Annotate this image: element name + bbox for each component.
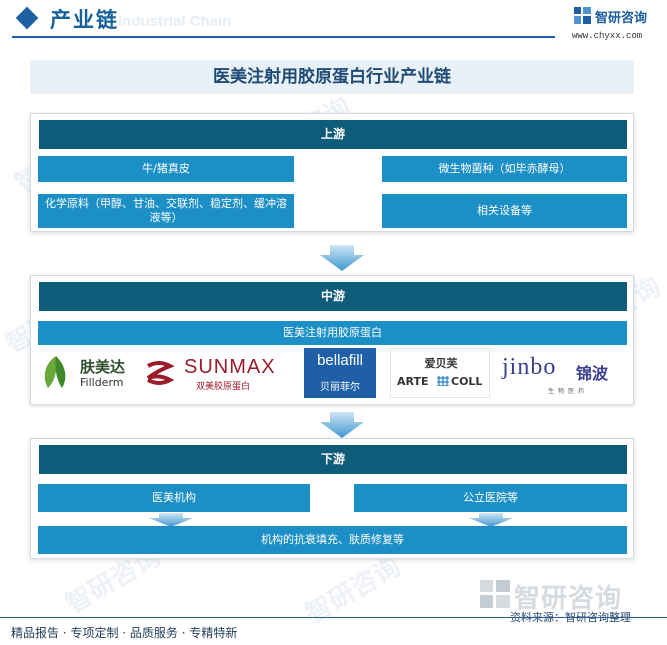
logo-artecoll: 爱贝芙 ARTE COLL (390, 348, 490, 398)
logo-artecoll-main: 爱贝芙 (424, 357, 458, 370)
logo-jinbo-cn: 锦波 (576, 364, 609, 383)
arrow-down-icon (320, 412, 364, 438)
upstream-item-chemicals: 化学原料（甲醇、甘油、交联剂、稳定剂、缓冲溶液等） (38, 194, 294, 228)
leaf-logo-icon (44, 356, 66, 388)
logo-fillderm-main: 肤美达 (80, 358, 126, 376)
downstream-result: 机构的抗衰填充、肤质修复等 (38, 526, 627, 554)
arrow-down-icon (149, 513, 193, 527)
footer-services: 精品报告 · 专项定制 · 品质服务 · 专精特新 (11, 626, 238, 640)
logo-bellafill: bellafill 贝丽菲尔 (304, 348, 376, 398)
downstream-label: 下游 (39, 445, 627, 474)
downstream-stage: 下游 医美机构 公立医院等 机构的抗衰填充、肤质修复等 (30, 438, 634, 559)
upstream-label: 上游 (39, 120, 627, 149)
brand: 智研咨询 (574, 7, 664, 26)
logo-sunmax-main: SUNMAX (184, 356, 276, 378)
logo-sunmax-sub: 双美胶原蛋白 (196, 382, 251, 392)
header-divider (12, 36, 555, 38)
downstream-item-clinics: 医美机构 (38, 484, 310, 512)
arrow-down-icon (469, 513, 513, 527)
brand-url: www.chyxx.com (572, 31, 643, 41)
upstream-stage: 上游 牛/猪真皮 微生物菌种（如毕赤酵母） 化学原料（甲醇、甘油、交联剂、稳定剂… (30, 113, 634, 232)
header-subtitle: Industrial Chain (118, 13, 232, 30)
logo-bellafill-sub: 贝丽菲尔 (320, 382, 360, 393)
logo-fillderm-sub: Fillderm (80, 376, 124, 389)
logo-artecoll-sub-right: COLL (451, 375, 483, 388)
downstream-item-hospitals: 公立医院等 (354, 484, 627, 512)
brand-name: 智研咨询 (595, 11, 648, 26)
logo-artecoll-sub-left: ARTE (397, 375, 429, 388)
sunmax-emblem-icon (146, 361, 174, 385)
diagram-title: 医美注射用胶原蛋白行业产业链 (30, 60, 634, 94)
midstream-label: 中游 (39, 282, 627, 311)
logo-bellafill-main: bellafill (317, 352, 363, 369)
logo-sunmax: SUNMAX 双美胶原蛋白 (144, 348, 294, 398)
dots-icon (437, 376, 449, 386)
logo-jinbo-sub: 生物医药 (548, 388, 589, 395)
midstream-stage: 中游 医美注射用胶原蛋白 (30, 275, 634, 405)
logo-fillderm: 肤美达 Fillderm (36, 348, 134, 398)
arrow-down-icon (320, 245, 364, 271)
footer-logo-icon (480, 580, 510, 608)
logo-jinbo-main: jinbo (502, 354, 557, 380)
footer-brand: 智研咨询 (514, 584, 623, 614)
brand-logo-icon (574, 7, 591, 24)
upstream-item-equipment: 相关设备等 (382, 194, 627, 228)
page-header: Industrial Chain 产业链 (0, 0, 667, 40)
footer-divider (0, 617, 667, 618)
diamond-icon (15, 6, 39, 30)
upstream-item-hide: 牛/猪真皮 (38, 156, 294, 182)
upstream-item-yeast: 微生物菌种（如毕赤酵母） (382, 156, 627, 182)
logo-jinbo: jinbo 锦波 生物医药 (500, 348, 618, 398)
midstream-product: 医美注射用胶原蛋白 (38, 321, 627, 345)
page-title: 产业链 (50, 8, 119, 32)
